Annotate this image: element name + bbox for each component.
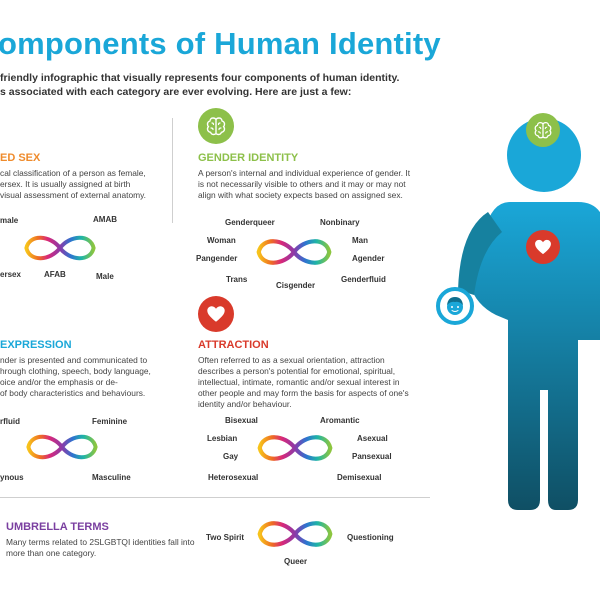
term-lesbian: Lesbian — [207, 434, 238, 443]
column-divider — [172, 118, 173, 223]
term-male: Male — [96, 272, 114, 281]
term-cisgender: Cisgender — [276, 281, 316, 290]
term-amab: AMAB — [93, 215, 117, 224]
assigned-sex-title: ED SEX — [0, 152, 41, 164]
term-gay: Gay — [223, 452, 239, 461]
term-pansexual: Pansexual — [352, 452, 392, 461]
term-masculine: Masculine — [92, 473, 131, 482]
term-feminine: Feminine — [92, 417, 128, 426]
intro-text: friendly infographic that visually repre… — [0, 71, 399, 99]
term-trans: Trans — [226, 275, 248, 284]
term-queer: Queer — [284, 557, 308, 566]
term-female: male — [0, 216, 19, 225]
term-aromantic: Aromantic — [320, 416, 360, 425]
umbrella-terms-desc: Many terms related to 2SLGBTQI identitie… — [6, 537, 195, 558]
umbrella-divider — [0, 497, 430, 498]
term-nonbinary: Nonbinary — [320, 218, 360, 227]
term-questioning: Questioning — [347, 533, 394, 542]
term-afab: AFAB — [44, 270, 66, 279]
term-agender: Agender — [352, 254, 385, 263]
page-title: omponents of Human Identity — [0, 26, 441, 61]
gender-identity-title: GENDER IDENTITY — [198, 152, 299, 164]
figure-brain-icon — [526, 113, 560, 147]
infinity-icon — [252, 232, 336, 272]
gender-expression-title: EXPRESSION — [0, 339, 72, 351]
human-figure — [430, 100, 600, 510]
infinity-icon — [22, 427, 102, 467]
brain-icon — [198, 108, 234, 144]
term-bisexual: Bisexual — [225, 416, 258, 425]
intro-line-1: friendly infographic that visually repre… — [0, 72, 400, 84]
attraction-title: ATTRACTION — [198, 339, 269, 351]
umbrella-terms-title: UMBRELLA TERMS — [6, 521, 109, 533]
gender-expression-desc: nder is presented and communicated to hr… — [0, 355, 151, 398]
term-man: Man — [352, 236, 368, 245]
figure-heart-icon — [526, 230, 560, 264]
term-woman: Woman — [207, 236, 236, 245]
term-two-spirit: Two Spirit — [206, 533, 245, 542]
infinity-icon — [20, 228, 100, 268]
term-androgynous: ynous — [0, 473, 24, 482]
assigned-sex-desc: cal classification of a person as female… — [0, 168, 147, 200]
face-icon — [436, 287, 474, 325]
heart-icon — [198, 296, 234, 332]
term-intersex: ersex — [0, 270, 21, 279]
infinity-icon — [253, 514, 337, 554]
term-demisexual: Demisexual — [337, 473, 382, 482]
term-genderqueer: Genderqueer — [225, 218, 275, 227]
infinity-icon — [253, 428, 337, 468]
term-genderfluid: Genderfluid — [341, 275, 386, 284]
term-genderfluid-expression: rfluid — [0, 417, 20, 426]
gender-identity-desc: A person's internal and individual exper… — [198, 168, 411, 200]
term-pangender: Pangender — [196, 254, 238, 263]
term-asexual: Asexual — [357, 434, 388, 443]
term-heterosexual: Heterosexual — [208, 473, 259, 482]
intro-line-2: s associated with each category are ever… — [0, 86, 352, 98]
attraction-desc: Often referred to as a sexual orientatio… — [198, 355, 409, 409]
